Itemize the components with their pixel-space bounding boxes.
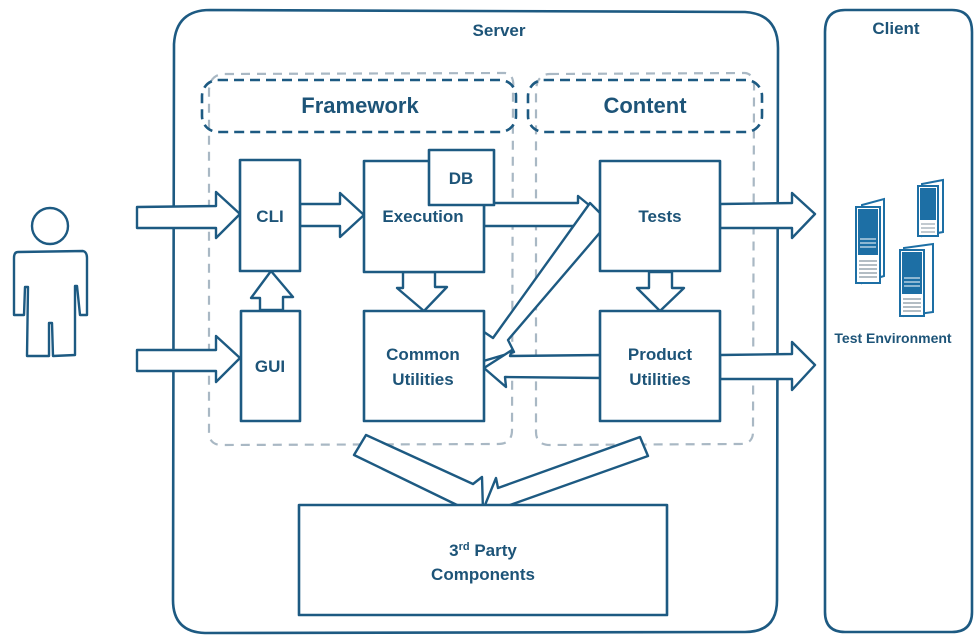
db-label: DB	[449, 169, 474, 188]
client-container	[823, 8, 974, 634]
content-region	[534, 71, 756, 447]
execution-label: Execution	[382, 207, 463, 226]
third-party-label-1: 3rd Party	[449, 541, 517, 560]
arrow-cli-to-execution	[298, 191, 366, 239]
arrow-product-to-client	[718, 340, 817, 392]
gui-box	[239, 309, 302, 423]
third-party-box	[297, 503, 669, 617]
common-utilities-box	[362, 309, 486, 423]
arrow-execution-to-common-utilities	[395, 270, 449, 313]
product-utilities-label-2: Utilities	[629, 370, 690, 389]
common-utilities-label-1: Common	[386, 345, 460, 364]
tests-box	[598, 159, 722, 273]
third-party-label-2: Components	[431, 565, 535, 584]
arrow-tests-to-client	[718, 191, 817, 240]
common-utilities-label-2: Utilities	[392, 370, 453, 389]
arrow-gui-to-cli	[249, 269, 295, 312]
gui-label: GUI	[255, 357, 285, 376]
framework-title: Framework	[301, 93, 419, 118]
tests-label: Tests	[638, 207, 681, 226]
arrow-product-to-common-utilities	[482, 348, 603, 389]
person-icon	[12, 206, 89, 358]
content-header	[526, 78, 764, 134]
arrow-user-to-cli	[135, 190, 242, 240]
cli-label: CLI	[256, 207, 283, 226]
client-title: Client	[872, 19, 920, 38]
arrow-user-to-gui	[135, 334, 242, 384]
cli-box	[238, 158, 302, 273]
arrow-tests-to-product-utilities	[635, 270, 686, 313]
arrow-tests-to-common-utilities	[478, 201, 611, 364]
server-title: Server	[473, 21, 526, 40]
test-environment-label: Test Environment	[834, 330, 952, 346]
product-utilities-box	[598, 309, 722, 423]
server-rack-icon	[855, 178, 944, 318]
db-box	[427, 148, 496, 207]
content-title: Content	[603, 93, 687, 118]
product-utilities-label-1: Product	[628, 345, 693, 364]
framework-region	[207, 71, 515, 447]
